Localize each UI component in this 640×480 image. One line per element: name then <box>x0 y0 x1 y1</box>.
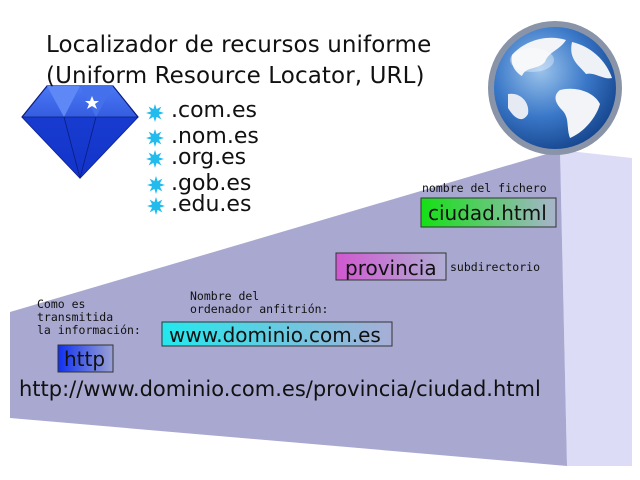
host-label: www.dominio.com.es <box>169 323 381 347</box>
star-bullet-icon <box>147 176 165 194</box>
diamond-icon <box>21 85 139 179</box>
star-bullet-icon <box>147 197 165 215</box>
protocol-label: http <box>64 347 106 371</box>
star-bullet-icon <box>146 129 164 147</box>
title-line-1: Localizador de recursos uniforme <box>46 32 432 58</box>
filename-label: ciudad.html <box>428 201 547 225</box>
protocol-note-line-2: transmitida <box>37 310 114 324</box>
full-url: http://www.dominio.com.es/provincia/ciud… <box>19 377 541 401</box>
globe-icon <box>488 21 622 155</box>
tld-bullets <box>146 104 165 215</box>
tld-item: .edu.es <box>171 192 252 217</box>
protocol-note-line-1: Como es <box>37 297 86 311</box>
title-line-2: (Uniform Resource Locator, URL) <box>46 63 425 89</box>
tld-item: .nom.es <box>171 124 259 149</box>
tld-item: .gob.es <box>171 171 252 196</box>
ramp-side <box>560 150 632 466</box>
subdir-box <box>335 252 447 281</box>
filename-note: nombre del fichero <box>422 181 547 195</box>
ramp <box>10 150 567 466</box>
star-bullet-icon <box>146 150 164 168</box>
host-box <box>161 321 393 347</box>
star-bullet-icon <box>146 104 164 122</box>
host-note-line-1: Nombre del <box>190 289 260 303</box>
tld-item: .org.es <box>171 145 247 170</box>
subdir-note: subdirectorio <box>450 260 541 274</box>
host-note-line-2: ordenador anfitrión: <box>190 302 329 316</box>
protocol-box <box>57 344 114 373</box>
protocol-note-line-3: la información: <box>37 323 141 337</box>
filename-box <box>420 197 557 228</box>
tld-item: .com.es <box>171 98 257 123</box>
subdir-label: provincia <box>345 256 437 280</box>
